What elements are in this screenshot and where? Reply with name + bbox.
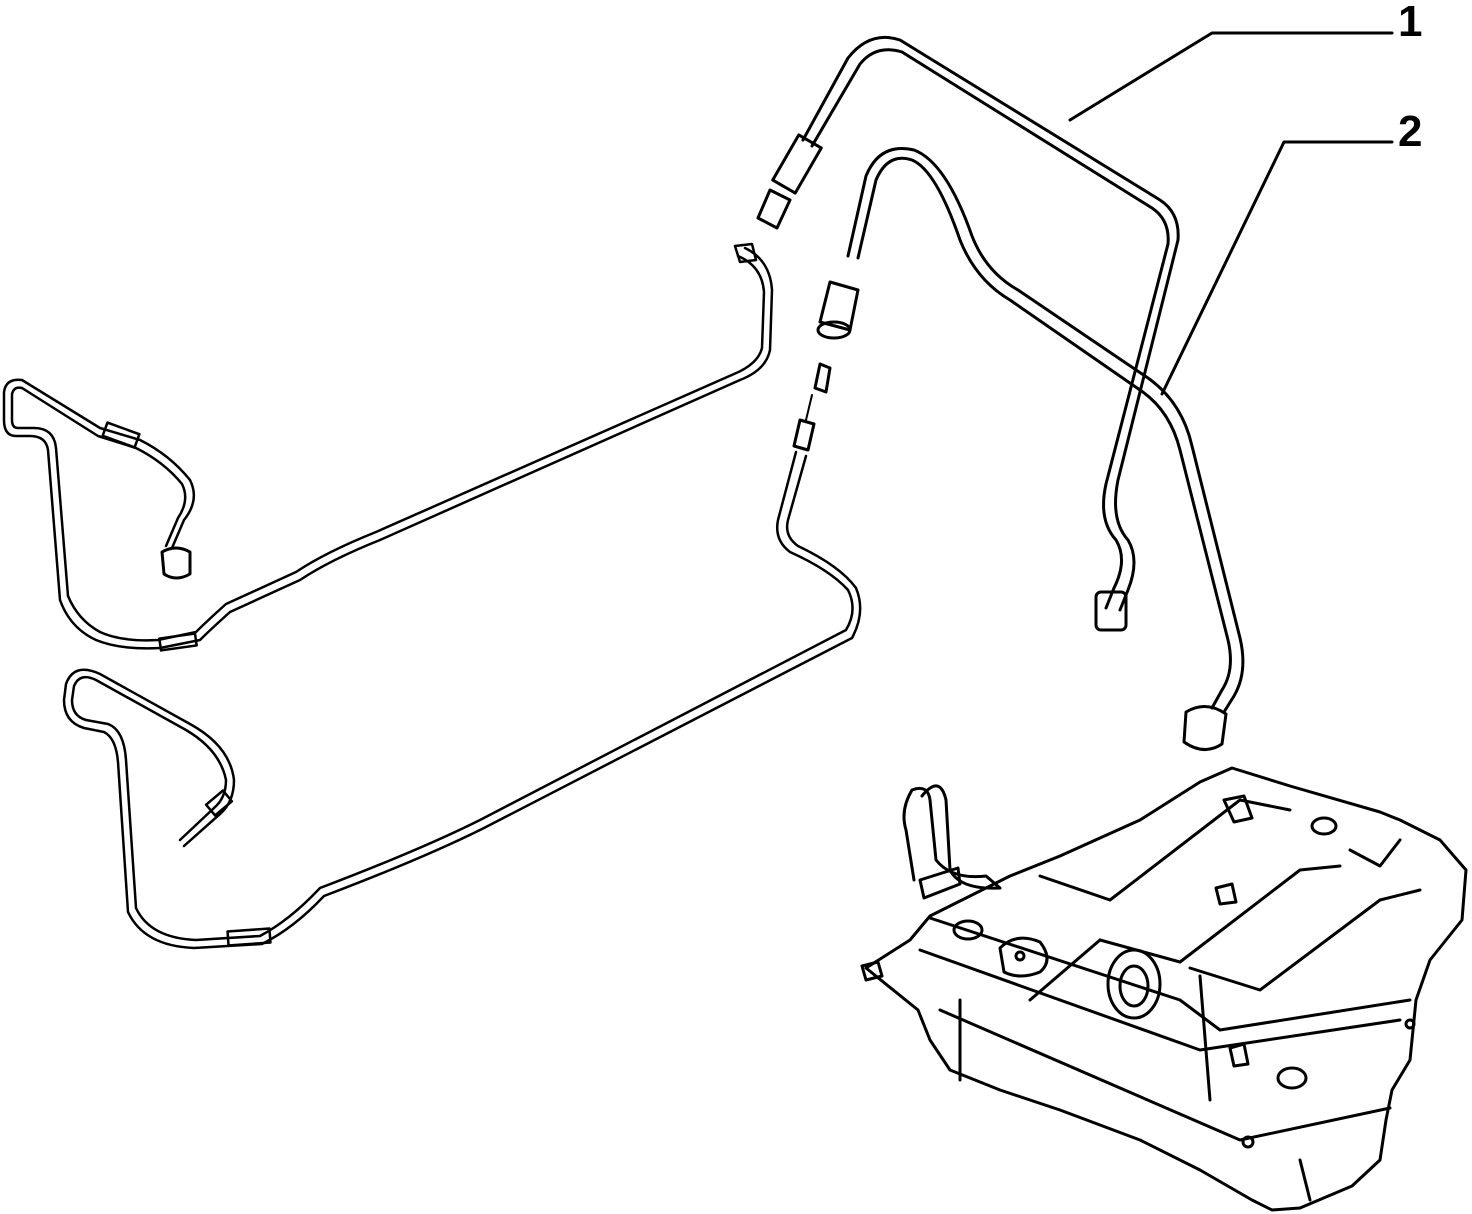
long-line-upper: [2, 242, 774, 652]
upper-line-tip: [733, 242, 758, 264]
callout-label-2: 2: [1398, 107, 1423, 156]
long-line-lower: [62, 450, 862, 950]
callout-leaders: [1068, 31, 1394, 396]
fuel-tank: [860, 766, 1468, 1212]
leader-1: [1068, 31, 1394, 122]
filler-hose: [902, 784, 1002, 890]
sender-unit: [998, 936, 1049, 978]
callout-label-1: 1: [1398, 0, 1423, 46]
leader-2: [1160, 140, 1394, 396]
pump-ring: [1106, 948, 1162, 1020]
pipe-1-connector: [771, 133, 823, 195]
inline-connector: [792, 362, 832, 452]
pipe-1-bottom-fitting: [1094, 590, 1128, 632]
tank-outline: [864, 766, 1468, 1212]
pipe-2-bottom-cap: [1182, 705, 1228, 751]
fuel-pipe-2: [816, 147, 1245, 751]
fuel-pipe-1: [756, 35, 1180, 632]
upper-line-end-cap: [160, 546, 192, 580]
